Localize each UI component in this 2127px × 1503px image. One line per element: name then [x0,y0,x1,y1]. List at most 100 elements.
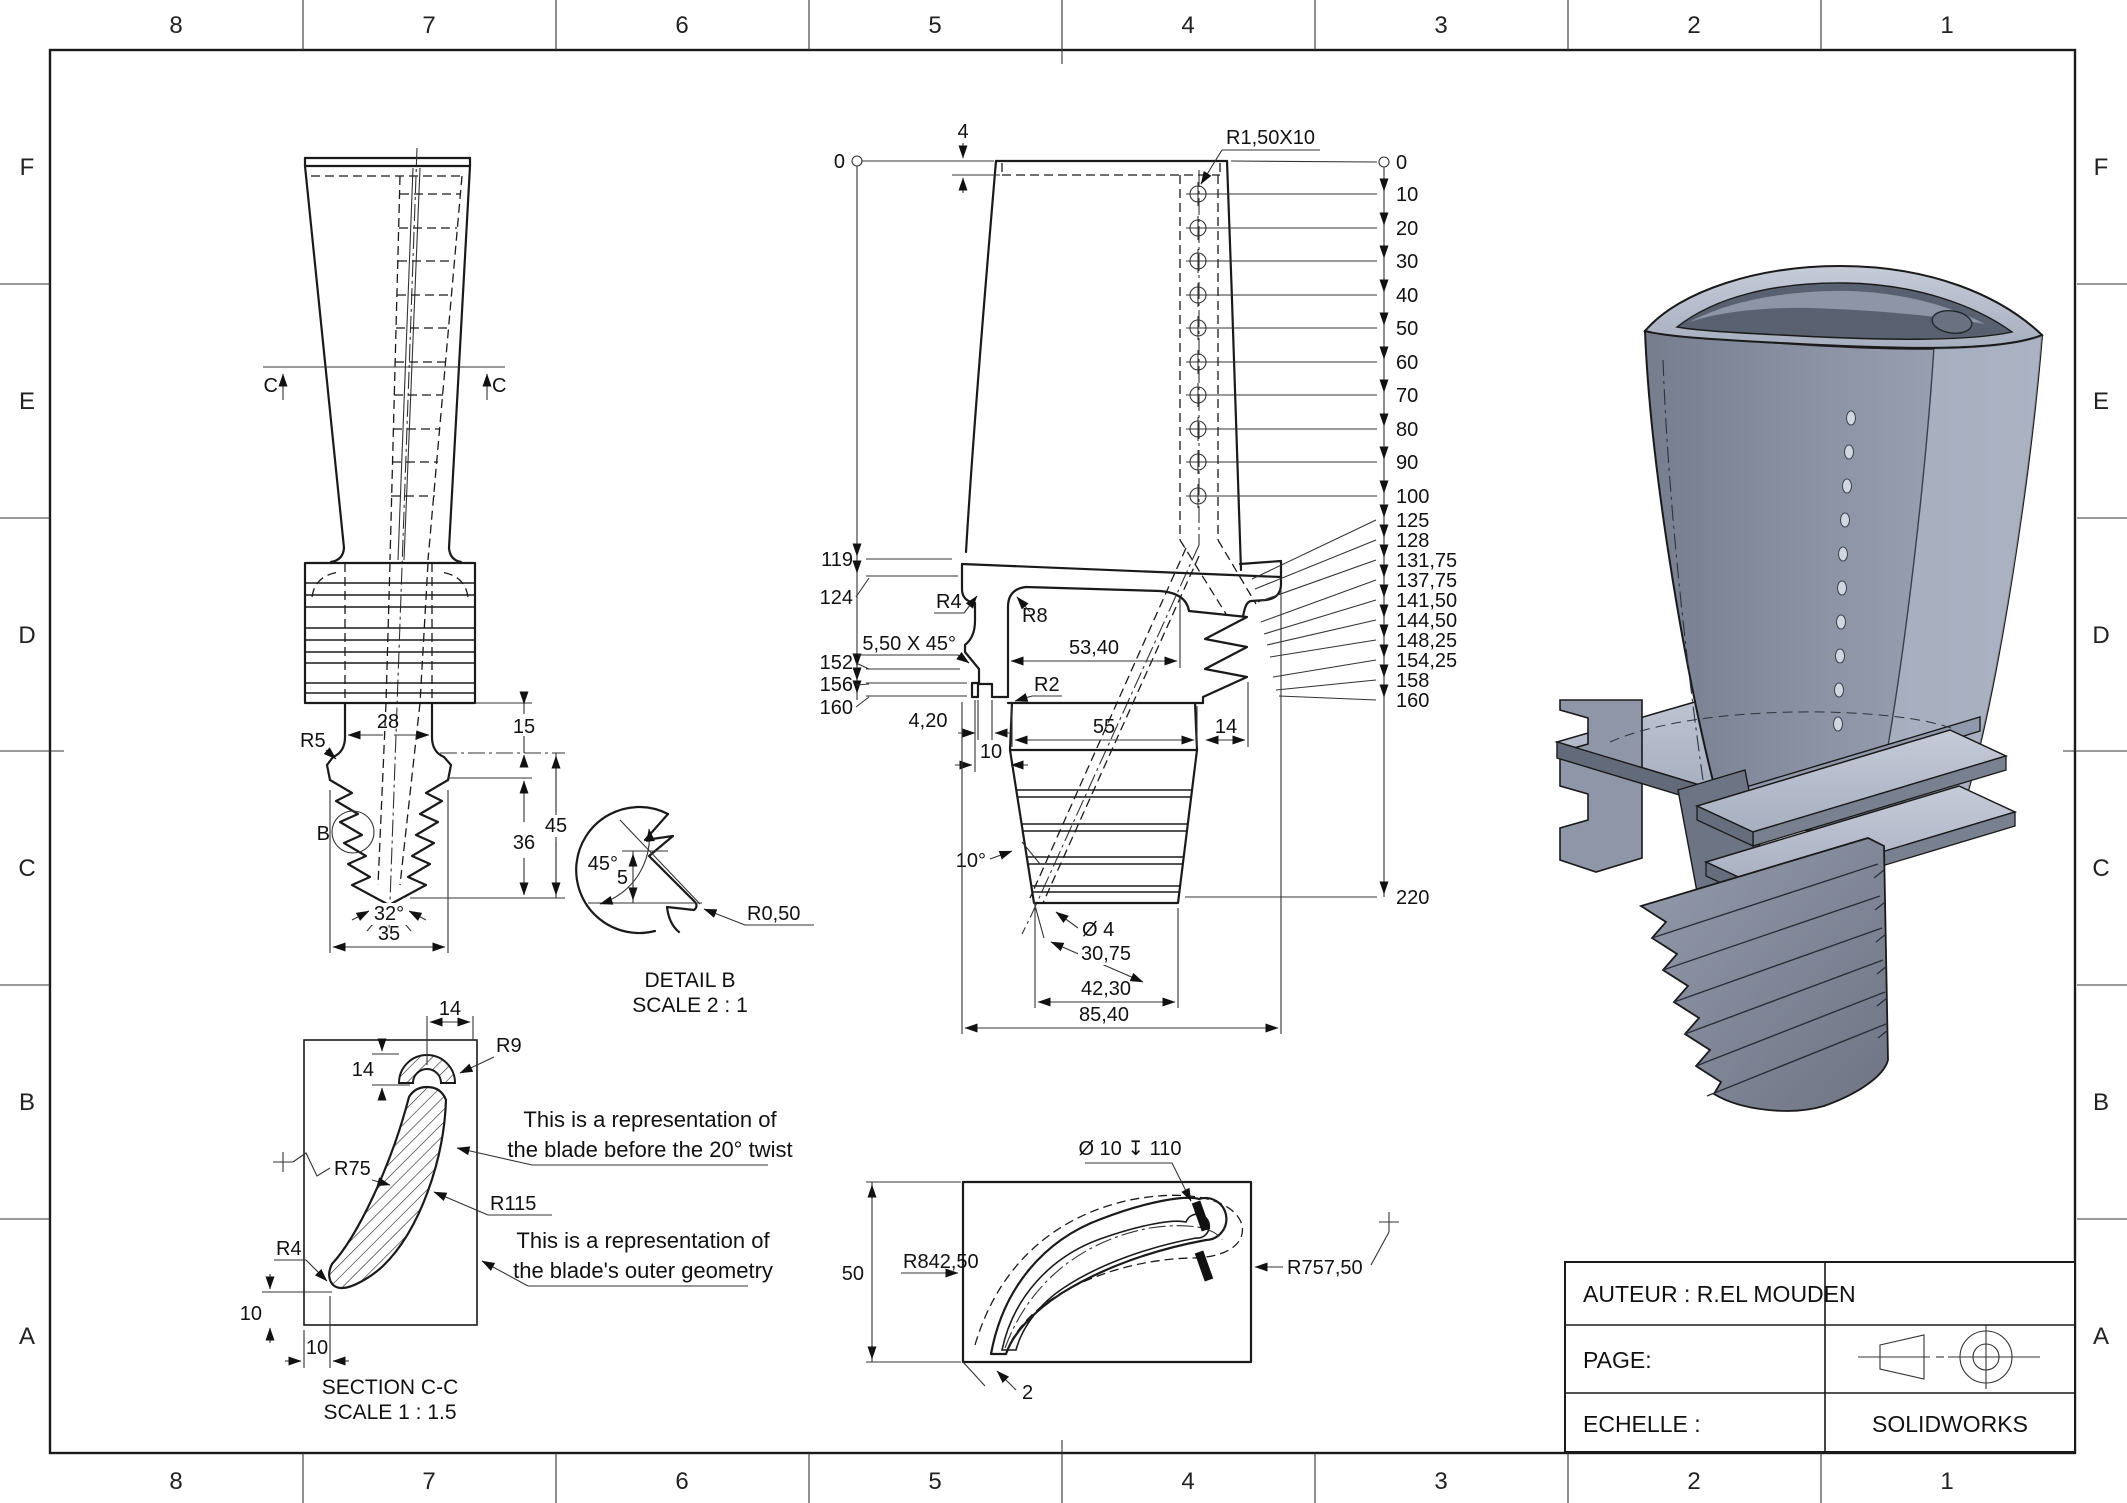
ordinate-right: 158 [1396,670,1429,692]
ordinate-right: 20 [1396,218,1418,240]
ordinate-right: 100 [1396,486,1429,508]
section-cc-title: SECTION C-C [322,1376,459,1399]
ordinate-right: 131,75 [1396,550,1457,572]
zone-label: 4 [1181,12,1194,39]
ordinate-right: 128 [1396,530,1429,552]
section-cc-view: 14 14 R9 R75 R115 R4 10 10 SECTION C-C S… [240,998,552,1424]
zone-labels-left: F E D C B A [18,154,35,1350]
ordinate-right: 144,50 [1396,610,1457,632]
zone-label: 2 [1687,1468,1700,1495]
dim-45: 45 [545,815,567,837]
note2-line1: This is a representation of [516,1228,770,1253]
dim-cap-thickness: 4 [952,121,1000,193]
zone-label: D [2092,622,2109,649]
zone-label: B [2093,1089,2109,1116]
ordinates-left: 0 119 124 152 156 160 [820,151,994,719]
dim-10deg: 10° [956,850,986,872]
detail-b-scale: SCALE 2 : 1 [632,994,748,1017]
dim-r9: R9 [496,1035,522,1057]
ordinate-right: 90 [1396,452,1418,474]
dim-10-left: 10 [240,1303,262,1325]
zone-label: 1 [1940,12,1953,39]
front-view: C C 28 15 45 [263,147,571,953]
detail-b-view: 45° 5 R0,50 DETAIL B SCALE 2 : 1 [575,805,814,1017]
zone-label: C [2092,855,2109,882]
ordinate-left: 160 [820,697,853,719]
ordinate-left: 152 [820,652,853,674]
zone-label: F [20,154,35,181]
detail-circle-label-b: B [317,823,330,845]
zone-label: F [2094,154,2109,181]
notes: This is a representation of the blade be… [456,1107,793,1287]
dim-r84250: R842,50 [903,1251,979,1273]
note1-line2: the blade before the 20° twist [507,1137,792,1162]
ordinate-right: 125 [1396,510,1429,532]
dim-15: 15 [513,716,535,738]
title-block: AUTEUR : R.EL MOUDEN PAGE: ECHELLE : SOL… [1564,1261,2076,1453]
ordinate-right: 70 [1396,385,1418,407]
zone-label: 8 [169,12,182,39]
top-view: 50 R842,50 R757,50 Ø 10 ↧ 110 2 [842,1138,1399,1404]
detail-b-dimensions: 45° 5 R0,50 [588,819,814,926]
zone-label: C [18,855,35,882]
dim-36: 36 [513,832,535,854]
zone-label: 6 [675,12,688,39]
dim-3075: 30,75 [1081,943,1131,965]
zone-label: 3 [1434,12,1447,39]
ordinate-right: 137,75 [1396,570,1457,592]
dim-14-left: 14 [352,1059,374,1081]
dim-14: 14 [1215,716,1237,738]
section-cc-scale: SCALE 1 : 1.5 [323,1401,456,1424]
dim-slot: R1,50X10 [1226,127,1315,149]
zone-label: E [19,388,35,415]
dim-10: 10 [980,741,1002,763]
zone-label: B [19,1089,35,1116]
dim-r4: R4 [276,1238,302,1260]
zone-label: 7 [422,1468,435,1495]
front-view-dimensions: 28 15 45 36 R5 B 32° 35 [300,691,571,953]
dim-50: 50 [842,1263,864,1285]
zone-label: 6 [675,1468,688,1495]
dim-r050: R0,50 [747,903,800,925]
side-view-dimensions: R4 R8 5,50 X 45° R2 53,40 4,20 10 55 1 [858,590,1282,1034]
dim-hole-callout: Ø 10 ↧ 110 [1078,1138,1181,1160]
dim-35: 35 [378,923,400,945]
dim-r75750: R757,50 [1287,1257,1363,1279]
ordinate-right: 60 [1396,352,1418,374]
dim-28: 28 [377,711,399,733]
section-label-c-left: C [264,375,278,397]
fin-lines [305,582,475,694]
zone-label: 3 [1434,1468,1447,1495]
ordinate-right: 10 [1396,184,1418,206]
dim-chamfer: 5,50 X 45° [862,633,956,655]
dim-dia4: Ø 4 [1082,919,1114,941]
zone-label: 1 [1940,1468,1953,1495]
ordinate-right: 154,25 [1396,650,1457,672]
iso-view-3d [1554,264,2044,1112]
note1-line1: This is a representation of [523,1107,777,1132]
section-label-c-right: C [492,375,506,397]
ordinate-left: 156 [820,674,853,696]
root-ridges [1651,863,1887,1097]
dim-4: 4 [957,121,968,143]
dim-2: 2 [1022,1382,1033,1404]
dim-4230: 42,30 [1081,978,1131,1000]
ordinate-left: 124 [820,587,853,609]
section-cc-dimensions: 14 14 R9 R75 R115 R4 10 10 [240,998,552,1368]
zone-label: A [2093,1323,2109,1350]
title-block-software: SOLIDWORKS [1872,1411,2028,1437]
zone-label: 5 [928,1468,941,1495]
top-view-dimensions: 50 R842,50 R757,50 Ø 10 ↧ 110 2 [842,1138,1399,1404]
dim-r4: R4 [936,591,962,613]
ordinate-right: 30 [1396,251,1418,273]
ordinate-right: 148,25 [1396,630,1457,652]
title-block-author: AUTEUR : R.EL MOUDEN [1583,1281,1856,1307]
ordinate-left: 119 [821,549,853,571]
dim-5: 5 [617,867,628,889]
ordinate-origin-left: 0 [834,151,845,173]
dim-32deg: 32° [374,903,404,925]
detail-b-title: DETAIL B [644,969,735,992]
dim-45deg: 45° [588,853,618,875]
